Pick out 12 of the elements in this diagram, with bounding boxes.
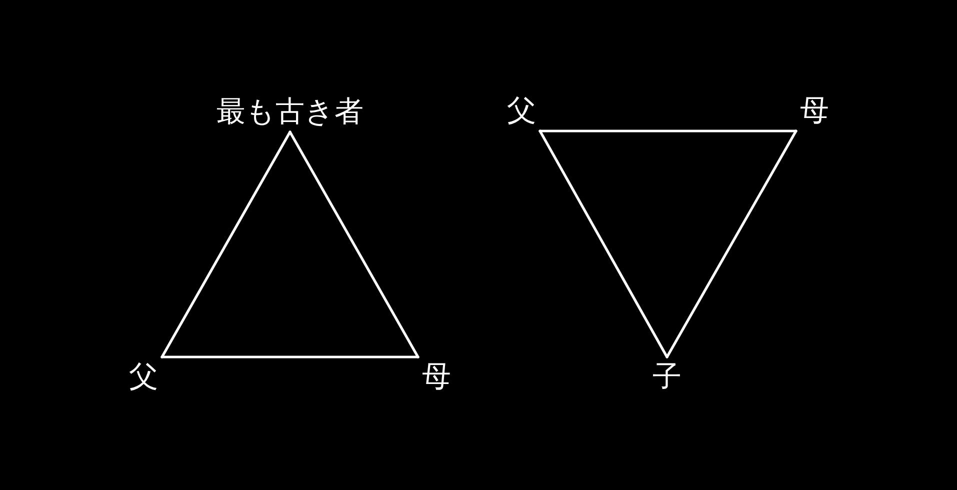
triangle-side	[288, 130, 420, 358]
vertex-label: 母	[418, 357, 455, 397]
triangle-side	[160, 356, 420, 358]
vertex-label: 最も古き者	[212, 92, 368, 132]
vertex-label: 父	[503, 91, 540, 131]
triangle-side	[666, 130, 798, 358]
vertex-label: 母	[796, 91, 833, 131]
vertex-label: 父	[125, 357, 162, 397]
vertex-label: 子	[648, 357, 686, 397]
triangle-side	[160, 130, 292, 358]
triangle-side	[538, 130, 668, 358]
triangle-side	[538, 130, 798, 132]
